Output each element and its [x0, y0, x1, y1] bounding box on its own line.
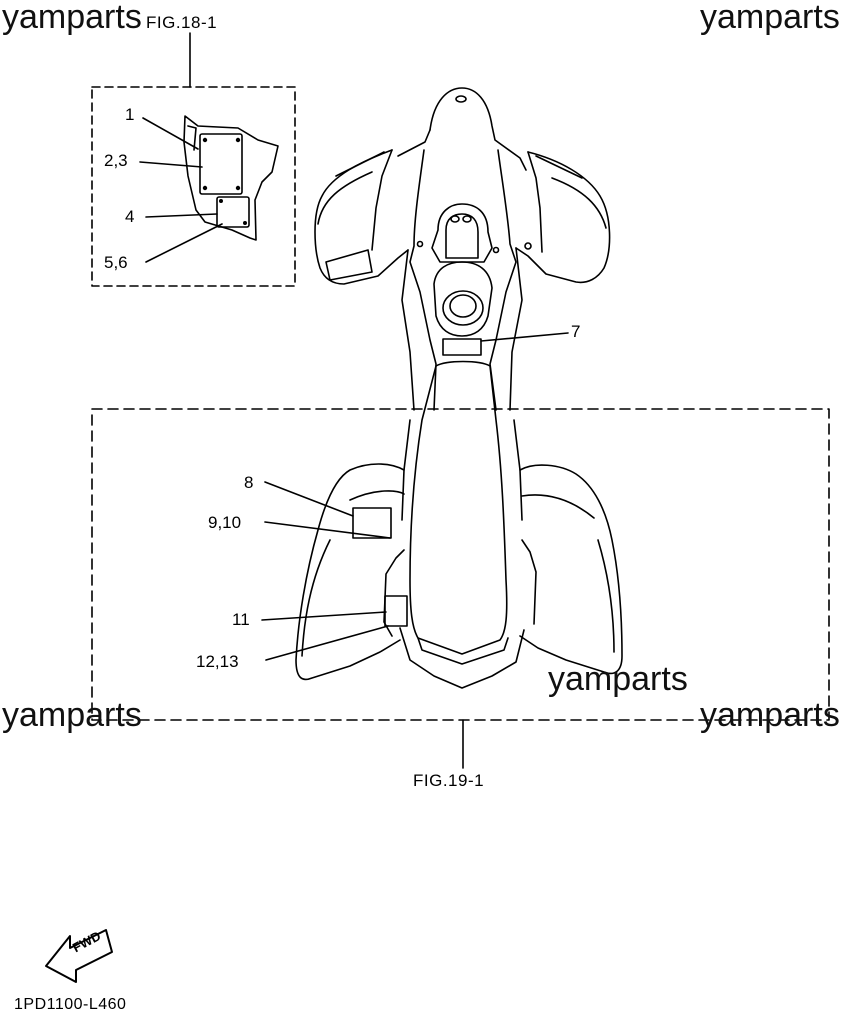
inset-box-fig18 — [91, 86, 296, 287]
watermark: yamparts — [548, 660, 688, 698]
fwd-arrow-badge — [45, 929, 113, 983]
watermark: yamparts — [2, 696, 142, 734]
callout-1: 1 — [125, 105, 135, 124]
watermark: yamparts — [700, 696, 840, 734]
callout-7: 7 — [571, 322, 581, 341]
callout-2-3: 2,3 — [104, 151, 128, 170]
region-box-fig19 — [91, 408, 830, 721]
rear-fender — [261, 360, 623, 689]
callout-8: 8 — [244, 473, 254, 492]
callout-9-10: 9,10 — [208, 513, 242, 532]
callout-11: 11 — [232, 610, 250, 629]
front-fender — [314, 87, 611, 411]
callout-5-6: 5,6 — [104, 253, 128, 272]
watermark: yamparts — [700, 0, 840, 36]
watermark: yamparts — [2, 0, 142, 36]
document-code: 1PD1100-L460 — [14, 996, 127, 1013]
callout-12-13: 12,13 — [196, 652, 239, 671]
side-panel-part — [139, 115, 279, 263]
fig-ref-top[interactable]: FIG.18-1 — [146, 13, 218, 32]
fig-ref-bottom[interactable]: FIG.19-1 — [413, 771, 485, 790]
callout-4: 4 — [125, 207, 135, 226]
